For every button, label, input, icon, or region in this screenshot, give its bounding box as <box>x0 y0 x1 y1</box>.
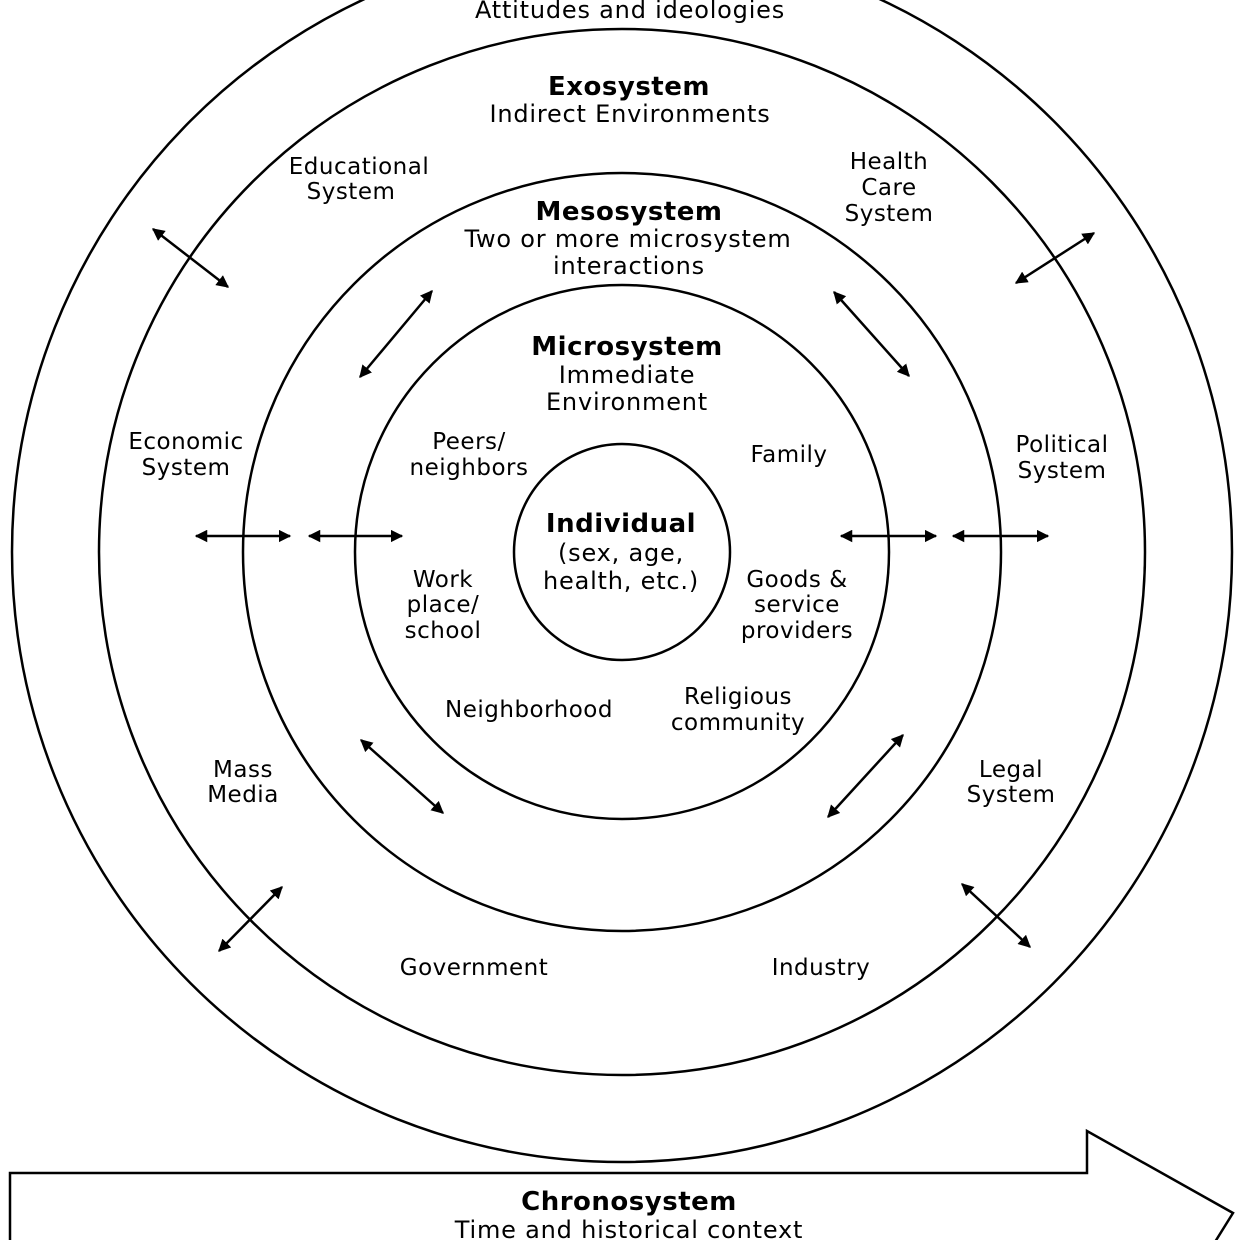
exosystem-ring <box>97 27 1147 1077</box>
macrosystem-subtitle: Attitudes and ideologies <box>475 0 785 24</box>
label-line: community <box>671 710 805 736</box>
microsystem-item-peers: Peers/ neighbors <box>410 429 529 481</box>
microsystem-item-goods-services: Goods & service providers <box>741 567 853 644</box>
chronosystem-arrow <box>8 1128 1235 1240</box>
label-line: Peers/ <box>432 429 506 455</box>
label-line: service <box>754 592 840 618</box>
label-line: System <box>307 179 396 205</box>
mesosystem-title: Mesosystem <box>536 197 723 227</box>
double-arrow-icon <box>961 883 1031 948</box>
double-arrow-icon <box>359 290 433 378</box>
mesosystem-subtitle-line-2: interactions <box>553 252 705 280</box>
double-arrow-icon <box>360 739 444 814</box>
exosystem-item-political: Political System <box>1016 432 1109 484</box>
mesosystem-subtitle-line-1: Two or more microsystem <box>463 225 791 253</box>
double-arrow-icon <box>833 291 910 377</box>
label-line: Health <box>850 149 929 175</box>
label-line: Religious <box>684 684 792 710</box>
label-line: Educational <box>289 154 430 180</box>
microsystem-ring <box>353 283 891 821</box>
label-line: school <box>405 618 482 644</box>
label-line: Economic <box>128 429 243 455</box>
label-line: providers <box>741 618 853 644</box>
microsystem-title: Microsystem <box>531 332 722 362</box>
chronosystem-title: Chronosystem <box>521 1187 737 1217</box>
label-line: Political <box>1016 432 1109 458</box>
microsystem-item-religious: Religious community <box>671 684 805 736</box>
interaction-arrows <box>152 228 1096 952</box>
label-line: Media <box>207 782 279 808</box>
chronosystem-subtitle: Time and historical context <box>454 1216 803 1240</box>
macrosystem-ring <box>10 0 1234 1164</box>
label-line: Goods & <box>746 567 847 593</box>
label-line: System <box>845 201 934 227</box>
individual-title: Individual <box>546 509 696 539</box>
exosystem-item-legal: Legal System <box>967 757 1056 808</box>
label-line: Mass <box>213 757 273 783</box>
microsystem-subtitle-line-2: Environment <box>546 388 708 416</box>
label-line: System <box>967 782 1056 808</box>
microsystem-item-family: Family <box>750 442 827 468</box>
mesosystem-ring <box>241 171 1003 933</box>
individual-circle <box>512 442 732 662</box>
exosystem-item-industry: Industry <box>772 955 871 981</box>
microsystem-item-neighborhood: Neighborhood <box>445 697 613 723</box>
exosystem-item-educational: Educational System <box>289 154 430 205</box>
label-line: Legal <box>979 757 1043 783</box>
exosystem-item-health-care: Health Care System <box>845 149 934 227</box>
exosystem-item-mass-media: Mass Media <box>207 757 279 808</box>
double-arrow-icon <box>1014 231 1096 285</box>
exosystem-title: Exosystem <box>548 72 710 102</box>
label-line: place/ <box>407 592 480 618</box>
microsystem-subtitle-line-1: Immediate <box>559 361 696 389</box>
double-arrow-icon <box>827 734 904 818</box>
double-arrow-icon <box>218 886 283 952</box>
exosystem-item-government: Government <box>400 955 548 981</box>
microsystem-item-workplace: Work place/ school <box>405 567 482 644</box>
individual-line-2: health, etc.) <box>543 567 699 595</box>
label-line: neighbors <box>410 455 529 481</box>
label-line: System <box>142 455 231 481</box>
label-line: Care <box>861 175 916 201</box>
double-arrow-icon <box>152 228 229 288</box>
label-line: Work <box>413 567 473 593</box>
label-line: System <box>1018 458 1107 484</box>
individual-line-1: (sex, age, <box>558 539 684 567</box>
exosystem-subtitle: Indirect Environments <box>489 100 770 128</box>
exosystem-item-economic: Economic System <box>128 429 243 481</box>
